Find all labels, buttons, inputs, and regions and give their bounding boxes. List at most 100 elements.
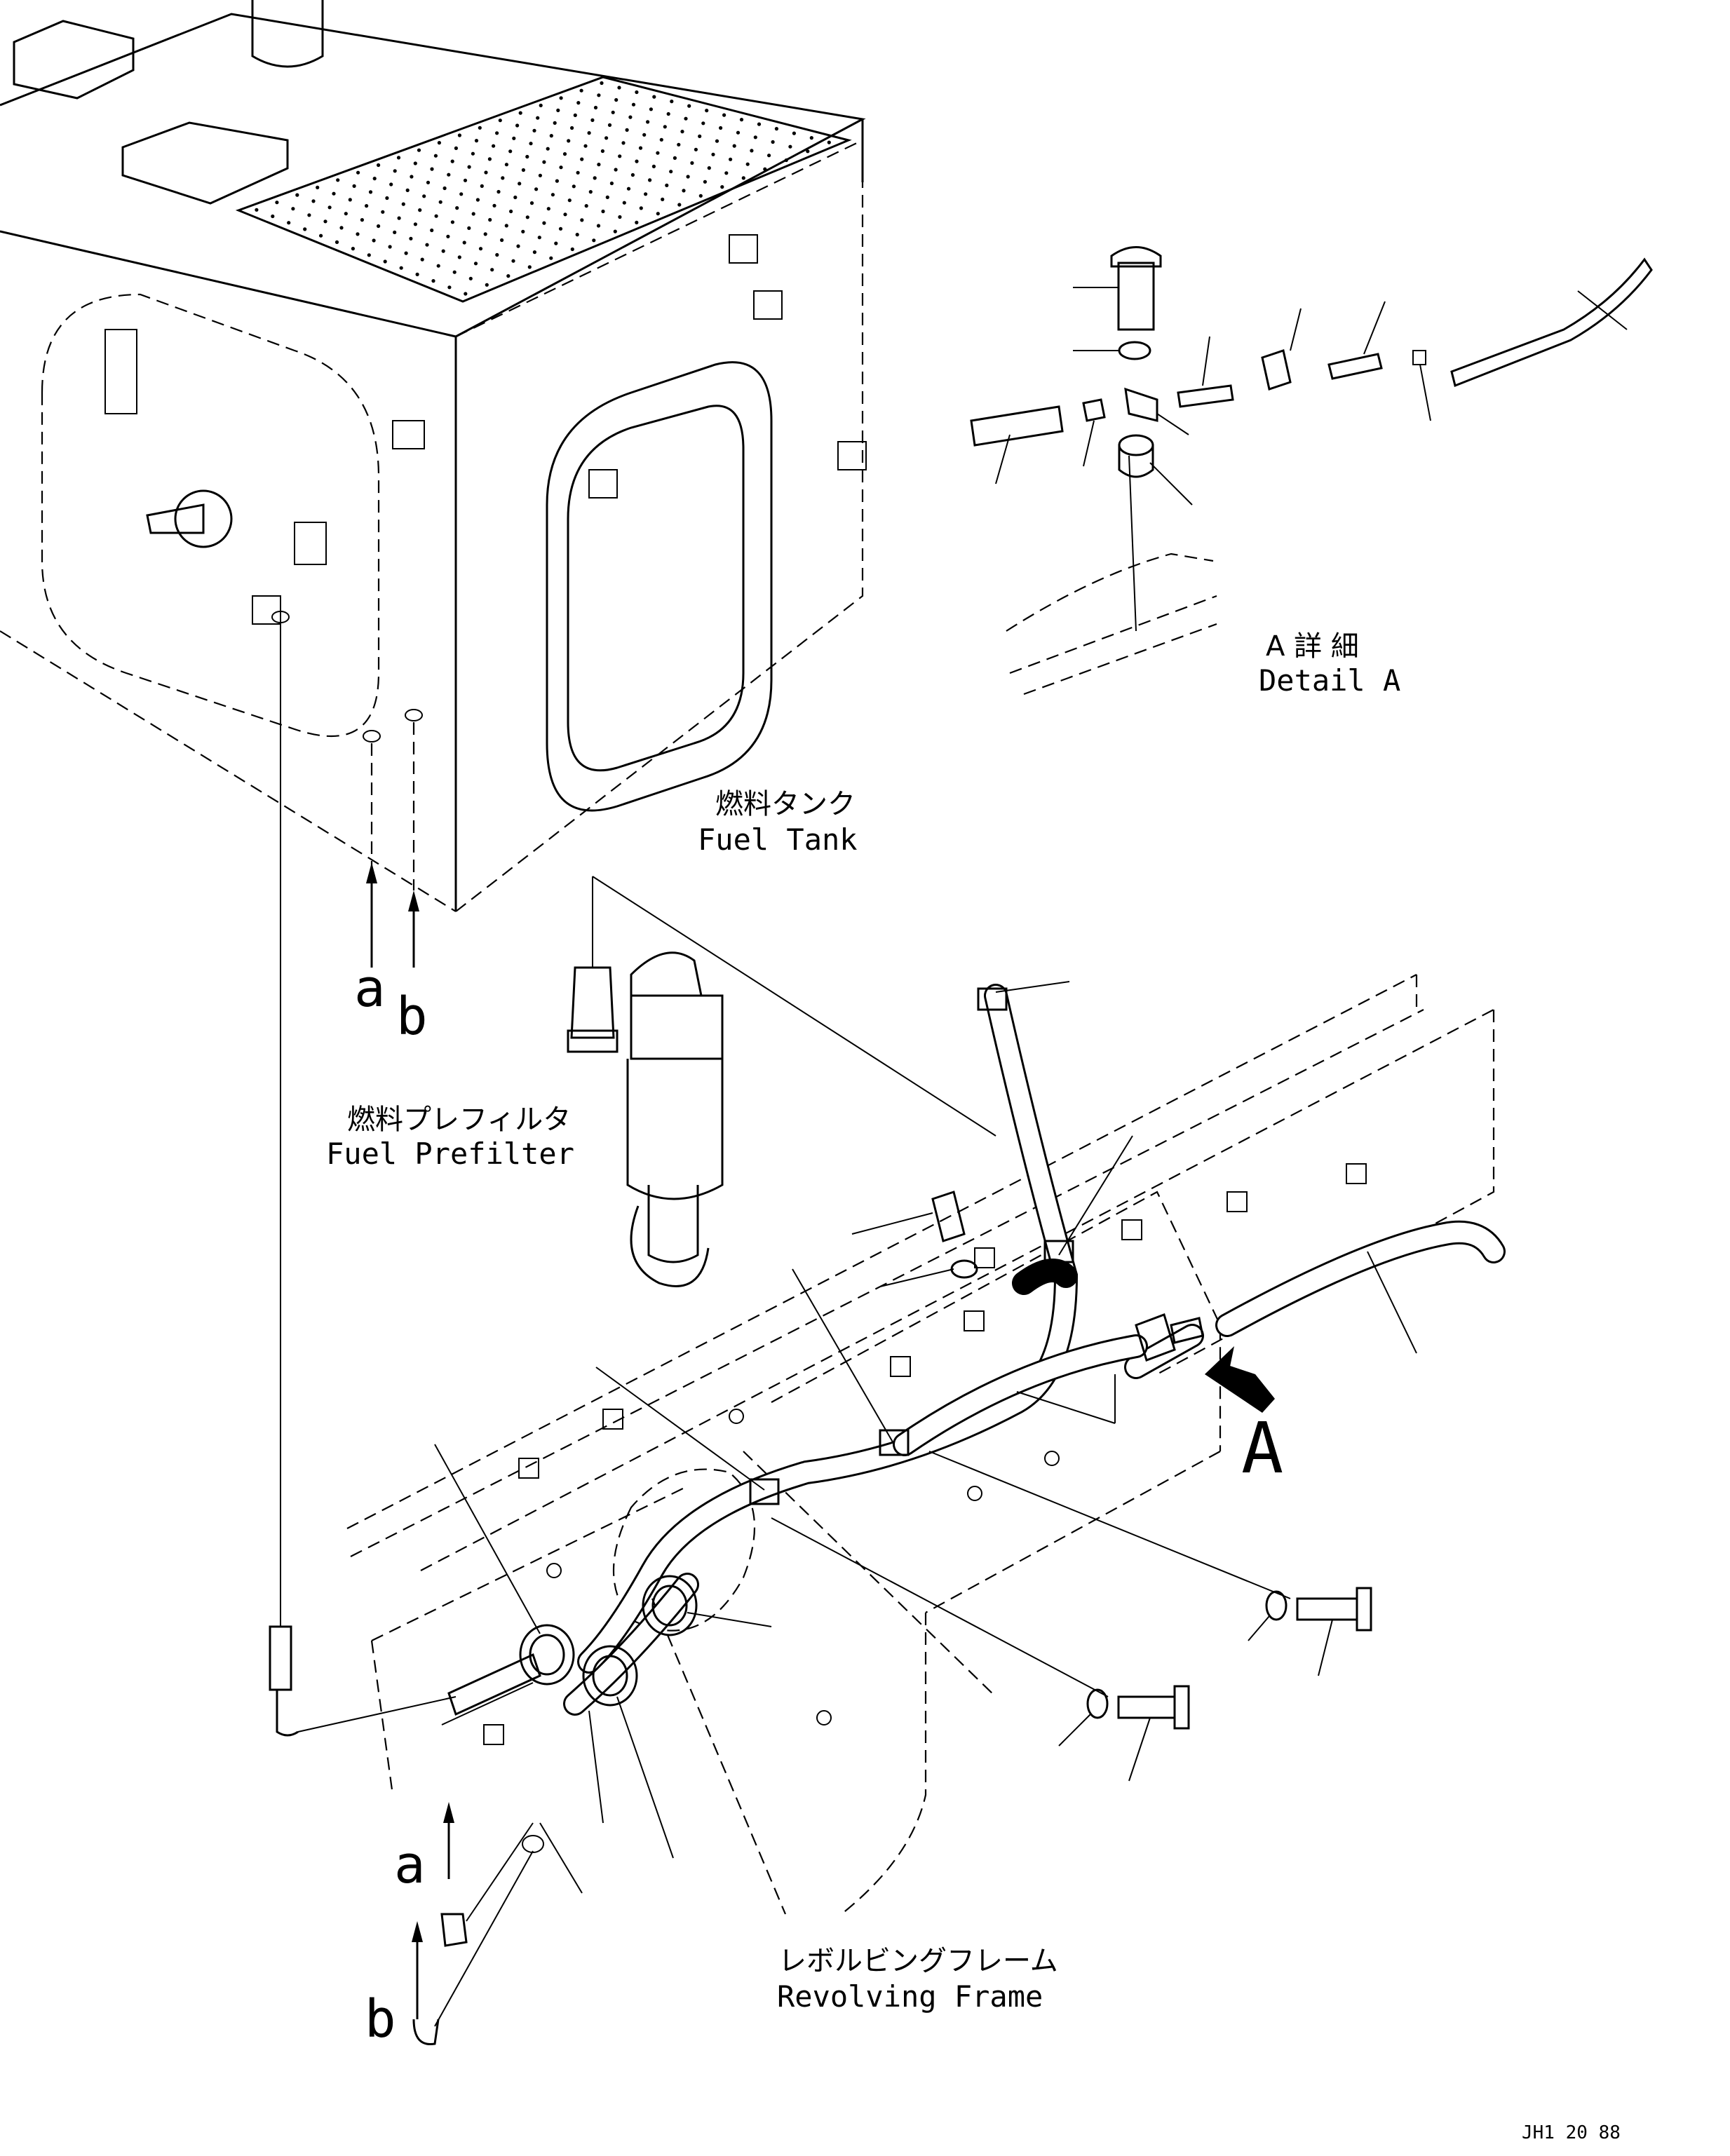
- screen-hole: [722, 113, 727, 117]
- screen-hole: [628, 115, 633, 119]
- screen-hole: [579, 88, 583, 93]
- screen-hole: [473, 262, 478, 266]
- screen-hole: [614, 97, 619, 102]
- screen-hole: [360, 218, 365, 222]
- screen-hole: [639, 206, 643, 210]
- screen-hole: [372, 238, 376, 243]
- screen-hole: [739, 118, 744, 122]
- screen-hole: [642, 133, 647, 137]
- screen-hole: [635, 90, 639, 95]
- view-arrow-a: [1205, 1346, 1275, 1413]
- screen-hole: [677, 142, 681, 147]
- screen-hole: [609, 181, 614, 186]
- screen-hole: [410, 175, 414, 179]
- screen-hole: [580, 218, 584, 222]
- screen-hole: [393, 169, 397, 173]
- screen-hole: [570, 247, 574, 252]
- screen-hole: [418, 208, 422, 212]
- screen-hole: [471, 151, 475, 156]
- screen-hole: [521, 229, 525, 233]
- ref-a-lower: a: [394, 1835, 426, 1895]
- screen-hole: [607, 123, 612, 127]
- screen-hole: [452, 270, 457, 274]
- screen-hole: [344, 212, 348, 216]
- screen-hole: [701, 121, 705, 126]
- screen-hole: [767, 154, 771, 158]
- screen-hole: [430, 167, 434, 171]
- screen-hole: [590, 118, 595, 122]
- screen-hole: [413, 222, 418, 226]
- screen-hole: [534, 187, 539, 191]
- screen-hole: [431, 279, 435, 283]
- screen-hole: [686, 175, 690, 179]
- screen-hole: [516, 244, 520, 248]
- screen-hole: [474, 139, 479, 143]
- screen-hole: [492, 144, 496, 148]
- screen-hole: [348, 198, 352, 202]
- screen-hole: [401, 202, 405, 206]
- screen-hole: [559, 96, 563, 100]
- screen-hole: [381, 210, 385, 214]
- screen-hole: [806, 149, 810, 154]
- screen-hole: [509, 209, 513, 214]
- screen-hole: [549, 134, 553, 138]
- screen-hole: [753, 135, 757, 140]
- screen-hole: [475, 198, 480, 202]
- screen-hole: [576, 170, 580, 175]
- screen-hole: [694, 147, 698, 151]
- fuel-tank-label-en: Fuel Tank: [698, 822, 858, 857]
- screen-hole: [698, 134, 702, 138]
- screen-hole: [485, 283, 489, 287]
- screen-hole: [600, 81, 604, 86]
- screen-hole: [684, 116, 688, 121]
- screen-hole: [311, 199, 316, 203]
- screen-hole: [513, 195, 518, 200]
- screen-hole: [663, 125, 667, 129]
- screen-hole: [592, 238, 596, 243]
- screen-hole: [546, 207, 550, 211]
- screen-hole: [388, 245, 392, 249]
- ref-b-upper: b: [396, 987, 428, 1047]
- screen-hole: [827, 140, 831, 144]
- detail-a-title-jp: A 詳 細: [1266, 630, 1359, 663]
- screen-hole: [525, 215, 529, 219]
- screen-hole: [327, 205, 332, 210]
- screen-hole: [483, 232, 487, 236]
- screen-hole: [613, 229, 617, 233]
- screen-hole: [605, 195, 609, 199]
- screen-hole: [626, 187, 631, 191]
- screen-hole: [690, 161, 694, 165]
- screen-hole: [492, 203, 496, 208]
- screen-hole: [367, 253, 371, 257]
- detail-a-title-en: Detail A: [1259, 663, 1400, 698]
- screen-hole: [698, 194, 703, 198]
- screen-hole: [611, 110, 615, 114]
- screen-hole: [377, 163, 381, 168]
- screen-hole: [417, 148, 421, 152]
- screen-hole: [413, 161, 417, 165]
- screen-hole: [339, 226, 344, 230]
- screen-hole: [563, 212, 567, 217]
- screen-hole: [377, 224, 381, 229]
- fuel-tank-label-jp: 燃料タンク: [715, 788, 856, 820]
- screen-hole: [555, 179, 560, 183]
- screen-hole: [622, 201, 626, 205]
- screen-hole: [323, 219, 327, 224]
- screen-hole: [644, 192, 648, 196]
- ref-arrows-lower: [412, 1802, 544, 2046]
- screen-hole: [399, 266, 403, 270]
- screen-hole: [809, 136, 813, 140]
- screen-hole: [368, 190, 373, 194]
- screen-hole: [567, 198, 572, 203]
- screen-hole: [680, 130, 684, 134]
- screen-hole: [496, 189, 501, 194]
- screen-hole: [415, 272, 419, 276]
- screen-hole: [515, 123, 520, 128]
- screen-hole: [316, 185, 320, 189]
- screen-hole: [669, 170, 673, 174]
- screen-hole: [351, 247, 355, 251]
- screen-hole: [750, 149, 754, 153]
- screen-hole: [487, 157, 492, 161]
- screen-hole: [546, 147, 550, 151]
- screen-hole: [295, 193, 299, 197]
